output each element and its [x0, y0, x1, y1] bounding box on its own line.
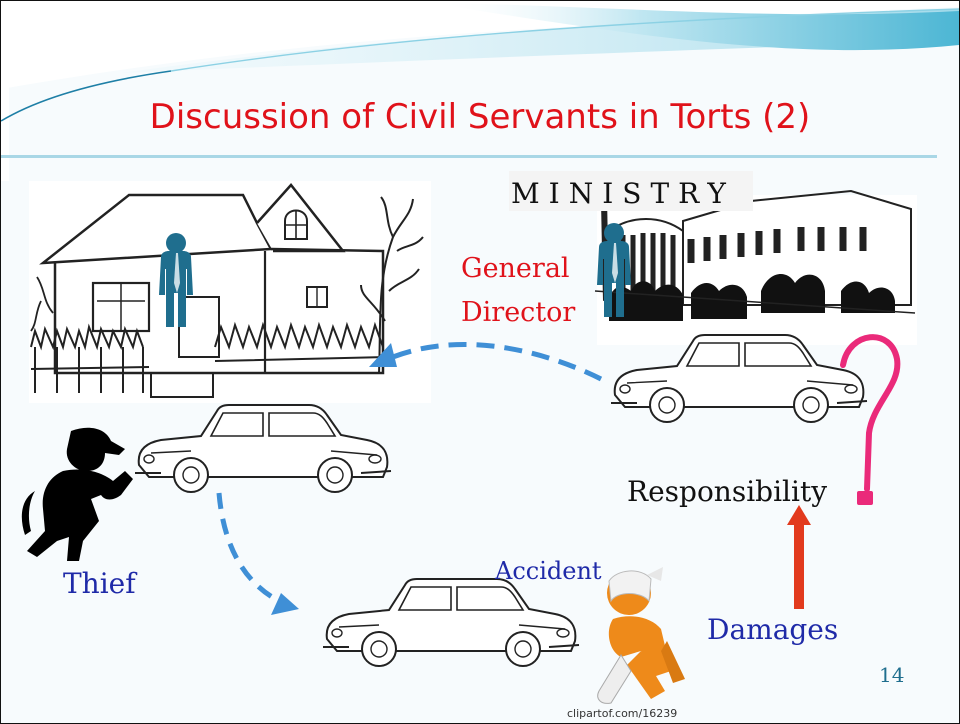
responsibility-label: Responsibility [627, 475, 828, 508]
question-mark [840, 334, 901, 492]
general-director-label-line1: General [461, 253, 570, 284]
damages-label: Damages [707, 613, 839, 646]
official-car-accident [322, 578, 580, 667]
ministry-label: MINISTRY [511, 177, 735, 210]
slide-title: Discussion of Civil Servants in Torts (2… [149, 97, 811, 137]
thief-silhouette [21, 427, 133, 561]
general-director-label-line2: Director [461, 297, 576, 328]
official-car-house [134, 404, 392, 493]
damages-arrow [794, 523, 804, 609]
house-illustration [29, 181, 431, 403]
image-credit: clipartof.com/16239 [567, 707, 678, 720]
ministry-building [594, 189, 917, 345]
injured-person [597, 567, 685, 704]
official-car-ministry [610, 334, 868, 423]
thief-label: Thief [63, 567, 136, 600]
accident-label: Accident [495, 557, 602, 585]
page-number: 14 [879, 663, 905, 687]
dashed-arrow-to-accident [216, 492, 281, 604]
